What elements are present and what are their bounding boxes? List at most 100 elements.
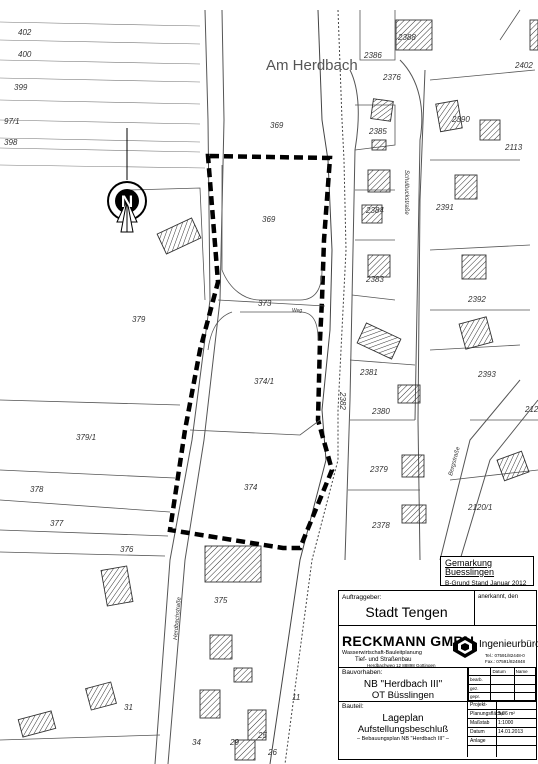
project-boundary	[167, 153, 335, 551]
parcel-label: 374/1	[254, 377, 274, 386]
gemarkung-title: Gemarkung Buesslingen	[445, 558, 495, 577]
parcel-label: 26	[267, 748, 277, 757]
parcel-label: 2378	[371, 521, 390, 530]
grid-header: Datum	[490, 666, 515, 677]
parcel-label: 377	[50, 519, 64, 528]
parcel-label: 2380	[371, 407, 390, 416]
parcel-label: 375	[214, 596, 228, 605]
parcel-label: 400	[18, 50, 32, 59]
parcel-label: 369	[262, 215, 276, 224]
bau-line3: – Bebauungsplan NB "Herdbach III" –	[357, 736, 449, 742]
street-herdbach: Herdbachstraße	[173, 596, 183, 640]
project-caption: Bauvorhaben:	[342, 669, 383, 676]
meta-row: Projekt-	[468, 701, 536, 710]
project-line1: NB "Herdbach III"	[363, 679, 443, 690]
left-parcel-lines	[0, 21, 206, 169]
firm-line2: Tief- und Straßenbau	[355, 657, 412, 663]
parcel-label: 212	[524, 405, 538, 414]
parcel-label: 2386	[363, 51, 382, 60]
parcel-label: 369	[270, 121, 284, 130]
grund-stand: B-Grund Stand Januar 2012	[445, 580, 527, 587]
review-grid: Datum Name bearb. gez. gepr.	[467, 666, 537, 702]
parcel-label: 2381	[359, 368, 378, 377]
parcel-label: 2388	[397, 33, 416, 42]
firm-name: RECKMANN GMBH	[342, 633, 475, 649]
firm-tel: Tel.: 07591/82448-0	[485, 653, 525, 658]
parcel-label: 379/1	[76, 433, 96, 442]
left-parcels	[0, 187, 206, 741]
parcel-label: 379	[132, 315, 146, 324]
client-section: Auftraggeber: Stadt Tengen	[339, 591, 475, 626]
north-letter: N	[121, 192, 133, 211]
parcel-label: 2113	[504, 143, 523, 152]
sign-caption: anerkannt, den	[478, 594, 519, 600]
parcel-label: 25	[257, 731, 267, 740]
firm-line3: Herdbachweg 12 88898 Gottingen	[367, 663, 436, 668]
firm-line1: Wasserwirtschaft-Bauleitplanung	[342, 650, 422, 656]
bauteil-section: Bauteil: Lageplan Aufstellungsbeschluß –…	[339, 701, 468, 757]
firm-section: RECKMANN GMBH Wasserwirtschaft-Bauleitpl…	[339, 633, 538, 668]
project-section: Bauvorhaben: NB "Herdbach III" OT Büssli…	[339, 667, 468, 702]
parcel-label: 2402	[514, 61, 533, 70]
grid-header	[467, 666, 492, 677]
parcel-labels: 402 400 399 97/1 398 369 369 373 379 379…	[4, 28, 538, 757]
grid-cell	[490, 691, 515, 702]
firm-fax: Fax.: 07591/824848	[485, 659, 526, 664]
bau-caption: Bauteil:	[342, 703, 364, 710]
parcel-label: 398	[4, 138, 18, 147]
grid-cell	[513, 675, 537, 685]
parcel-label: 31	[124, 703, 133, 712]
parcel-label: 2392	[467, 295, 486, 304]
parcel-label: 2385	[368, 127, 387, 136]
project-internal-lines	[189, 165, 326, 436]
parcel-label: 2391	[435, 203, 454, 212]
grid-row-label: gepr.	[467, 691, 492, 702]
bau-line2: Aufstellungsbeschluß	[357, 724, 449, 735]
parcel-label: 378	[30, 485, 44, 494]
client-name: Stadt Tengen	[365, 604, 448, 620]
street-weg: Weg	[292, 308, 302, 314]
grid-row-label: gez.	[467, 683, 492, 693]
parcel-label: 374	[244, 483, 258, 492]
parcel-label: 2384	[365, 206, 384, 215]
grid-cell	[490, 675, 515, 685]
sign-section: anerkannt, den	[475, 591, 536, 626]
street-berg: Bergstraße	[448, 446, 462, 477]
street-schulbuck: Schulbuckstraße	[403, 170, 409, 215]
parcel-label: 399	[14, 83, 28, 92]
parcel-label: 376	[120, 545, 134, 554]
parcel-label: 11	[292, 693, 300, 702]
firm-logo-icon	[453, 636, 477, 658]
buildings	[17, 19, 538, 761]
title-block: Auftraggeber: Stadt Tengen anerkannt, de…	[338, 590, 538, 760]
grid-header: Name	[513, 666, 537, 677]
grid-cell	[513, 691, 537, 702]
parcel-label: 402	[18, 28, 32, 37]
client-caption: Auftraggeber:	[342, 594, 382, 601]
herdbach-road	[154, 9, 225, 764]
street-am-herdbach: Am Herdbach	[266, 57, 358, 74]
firm-brand: Ingenieurbüro	[479, 639, 538, 650]
parcel-label: 2376	[382, 73, 401, 82]
parcel-label: 34	[192, 738, 201, 747]
grid-cell	[513, 683, 537, 693]
parcel-label: 2379	[369, 465, 388, 474]
parcel-label: 97/1	[4, 117, 20, 126]
parcel-label: 2390	[451, 115, 470, 124]
north-arrow: N	[107, 128, 147, 233]
bau-line1: Lageplan	[382, 713, 424, 724]
parcel-label: 2393	[477, 370, 496, 379]
parcel-label: 2382	[338, 391, 347, 410]
gemarkung-box: Gemarkung Buesslingen B-Grund Stand Janu…	[440, 556, 534, 587]
meta-row: Anlage	[468, 737, 536, 746]
right-parcels	[348, 9, 538, 491]
grid-cell	[490, 683, 515, 693]
parcel-label: 29	[229, 738, 239, 747]
project-line2: OT Büsslingen	[371, 690, 435, 701]
parcel-label: 2120/1	[467, 503, 492, 512]
